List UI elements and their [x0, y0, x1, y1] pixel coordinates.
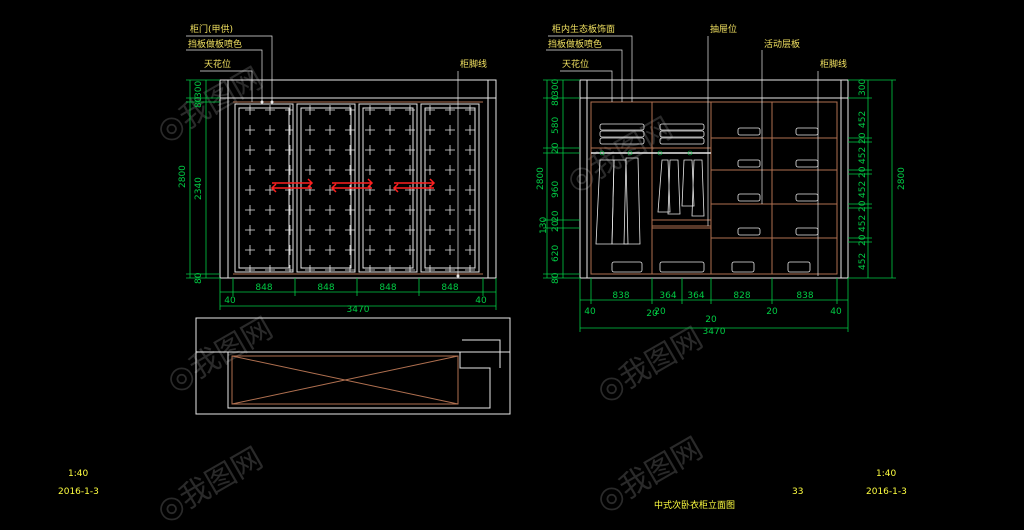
dim-80b: 80: [194, 272, 204, 284]
dim-r-small: 20: [766, 307, 778, 317]
dim-r-left: 20: [551, 210, 561, 222]
dim-bottom: 40: [475, 296, 487, 306]
date-right: 2016-1-3: [866, 487, 907, 497]
label-baffle: 挡板做板喷色: [548, 38, 602, 50]
dim-r-right: 20: [858, 166, 868, 178]
dim-r-small: 40: [584, 307, 596, 317]
dim-r-right: 452: [858, 215, 868, 232]
dim-r-right-total: 2800: [897, 167, 907, 190]
scale-right: 1:40: [876, 469, 896, 479]
dim-r-total: 3470: [703, 327, 726, 337]
dim-r-left: 80: [551, 94, 561, 106]
dim-r-bottom: 364: [687, 291, 704, 301]
label-baffle: 挡板做板喷色: [188, 38, 242, 50]
dim-r-bottom: 838: [796, 291, 813, 301]
dim-r-left: 20: [551, 220, 561, 232]
dim-r-small: 40: [830, 307, 842, 317]
dim-r-bottom: 838: [612, 291, 629, 301]
dim-bottom: 848: [317, 283, 334, 293]
scale-left: 1:40: [68, 469, 88, 479]
plan-view: [195, 317, 511, 415]
dim-r-left: 80: [551, 272, 561, 284]
label-rail: 抽屉位: [710, 23, 737, 35]
dim-r-bottom: 828: [733, 291, 750, 301]
dim-r-small: 20: [705, 315, 717, 325]
dim-r-right: 20: [858, 200, 868, 212]
dim-r-small: 20: [646, 309, 658, 319]
right-elevation: 柜内生态板饰面 挡板做板喷色 天花位 抽屉位 活动层板 柜脚线: [536, 23, 907, 337]
hanging-garments: [595, 157, 705, 245]
dim-r-right: 452: [858, 181, 868, 198]
dim-r-right: 452: [858, 253, 868, 270]
dim-r-left: 620: [551, 245, 561, 262]
left-elevation: 柜门(甲供) 挡板做板喷色 天花位 柜脚线 300 80 2340: [178, 23, 497, 315]
dim-bottom: 40: [224, 296, 236, 306]
label-interior: 柜内生态板饰面: [552, 23, 615, 35]
sheet-number: 33: [792, 487, 803, 497]
label-skirting: 柜脚线: [460, 58, 487, 70]
dim-r-left: 20: [551, 142, 561, 154]
dim-r-left: 960: [551, 181, 561, 198]
dim-bottom: 848: [255, 283, 272, 293]
dim-r-right: 452: [858, 147, 868, 164]
label-door: 柜门(甲供): [190, 23, 233, 35]
dim-r-left: 130: [539, 217, 549, 234]
label-ceiling: 天花位: [562, 58, 589, 70]
date-left: 2016-1-3: [58, 487, 99, 497]
dim-r-left-total: 2800: [536, 167, 546, 190]
sliding-arrows: [270, 178, 436, 193]
folded-clothes: [599, 123, 819, 273]
dim-2340: 2340: [194, 177, 204, 200]
dim-300: 300: [194, 81, 204, 98]
dim-bottom: 848: [379, 283, 396, 293]
label-ceiling: 天花位: [204, 58, 231, 70]
dim-r-right: 300: [858, 79, 868, 96]
drawing-title: 中式次卧衣柜立面图: [654, 499, 735, 511]
dim-r-left: 580: [551, 117, 561, 134]
dim-r-left: 300: [551, 79, 561, 96]
dim-r-bottom: 364: [659, 291, 676, 301]
dim-r-right: 20: [858, 234, 868, 246]
dim-r-small: 20: [654, 307, 666, 317]
label-shelf: 活动层板: [764, 38, 800, 50]
label-skirting: 柜脚线: [820, 58, 847, 70]
dim-total: 3470: [347, 305, 370, 315]
dim-80: 80: [194, 96, 204, 108]
dim-2800: 2800: [178, 165, 188, 188]
dim-r-right: 452: [858, 111, 868, 128]
dim-bottom: 848: [441, 283, 458, 293]
dim-r-right: 20: [858, 132, 868, 144]
